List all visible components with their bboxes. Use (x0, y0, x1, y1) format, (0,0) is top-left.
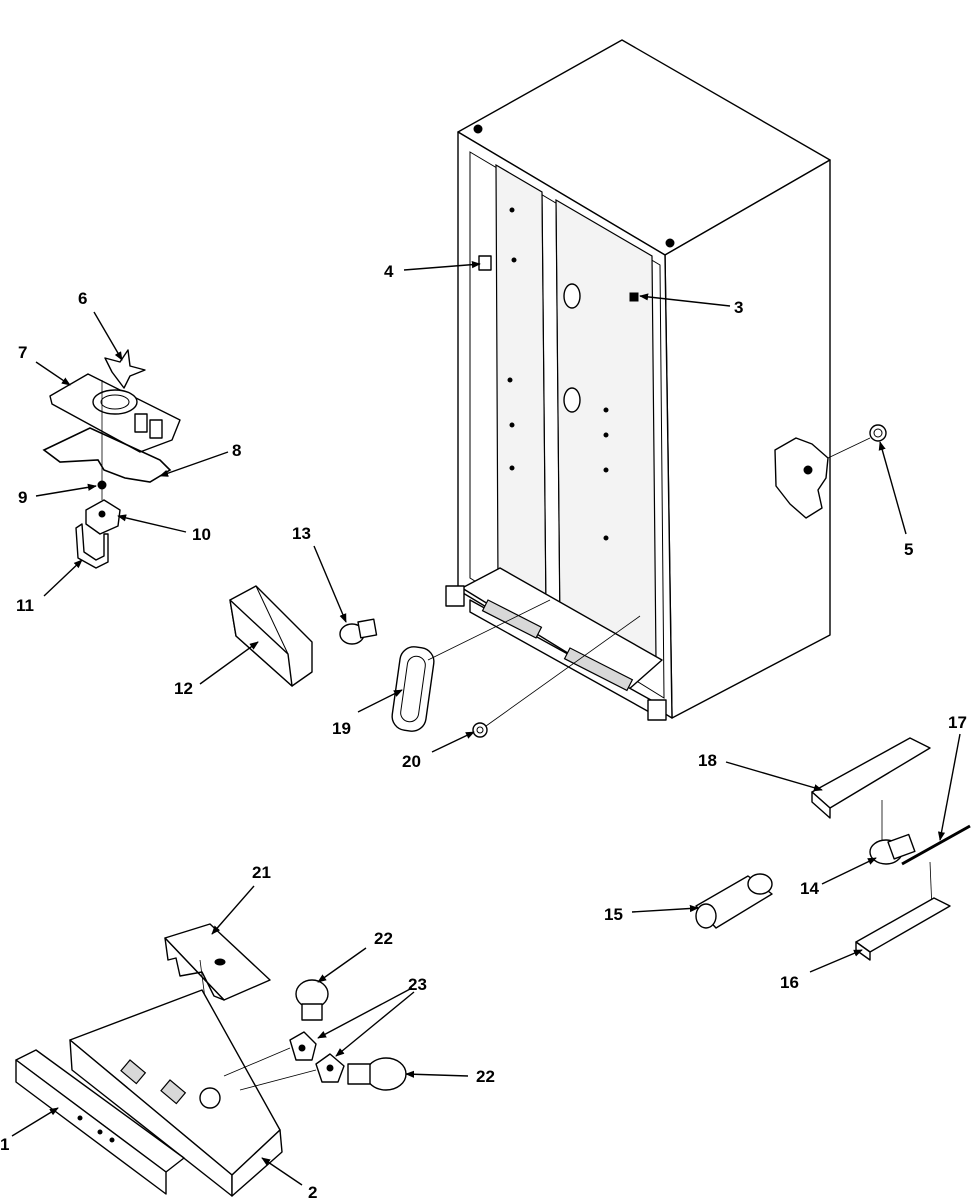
filter-assembly (695, 737, 971, 961)
callout-17: 17 (948, 713, 967, 732)
callout-7: 7 (18, 343, 27, 362)
callout-16: 16 (780, 973, 799, 992)
refrigerator-cabinet (445, 39, 831, 721)
callout-3: 3 (734, 298, 743, 317)
dispenser-assembly (15, 923, 407, 1197)
callout-20: 20 (402, 752, 421, 771)
housing-part-12 (229, 585, 313, 687)
callout-12: 12 (174, 679, 193, 698)
side-patch (774, 437, 829, 519)
leader-lines (11, 261, 961, 1186)
callout-6: 6 (78, 289, 87, 308)
callout-13: 13 (292, 524, 311, 543)
callout-5: 5 (904, 540, 913, 559)
motor-part-10 (85, 499, 121, 535)
callout-10: 10 (192, 525, 211, 544)
callout-11: 11 (16, 596, 34, 615)
callout-23: 23 (408, 975, 427, 994)
bulb-part-22-upper (295, 979, 329, 1021)
callout-4: 4 (384, 262, 394, 281)
callout-19: 19 (332, 719, 351, 738)
callout-1: 1 (0, 1135, 9, 1154)
callout-8: 8 (232, 441, 241, 460)
bracket-part-18 (811, 737, 931, 809)
callout-14: 14 (800, 879, 819, 898)
callout-labels: 1 2 3 4 5 6 7 8 9 10 11 12 13 14 15 16 1… (0, 262, 967, 1200)
filter-head-part-14 (869, 800, 933, 911)
tube-part-17 (901, 824, 971, 866)
gasket-part-8 (42, 427, 172, 483)
bulb-part-13 (339, 618, 378, 645)
callout-9: 9 (18, 488, 27, 507)
callout-2: 2 (308, 1183, 317, 1200)
plug-part-5 (827, 424, 887, 459)
socket-part-23b (315, 1053, 345, 1083)
washer-part-20 (472, 615, 641, 738)
bracket-part-11 (75, 523, 109, 569)
callout-15: 15 (604, 905, 623, 924)
shield-part-19 (391, 599, 551, 732)
socket-part-23a (289, 1031, 317, 1061)
fan-blade-part-6 (104, 349, 146, 389)
bracket-part-16 (855, 897, 951, 953)
bulb-part-22-lower (347, 1057, 407, 1091)
callout-22-upper: 22 (374, 929, 393, 948)
callout-22-lower: 22 (476, 1067, 495, 1086)
fan-cover-assembly (42, 349, 181, 569)
callout-18: 18 (698, 751, 717, 770)
filter-cartridge-part-15 (695, 873, 773, 929)
callout-21: 21 (252, 863, 271, 882)
